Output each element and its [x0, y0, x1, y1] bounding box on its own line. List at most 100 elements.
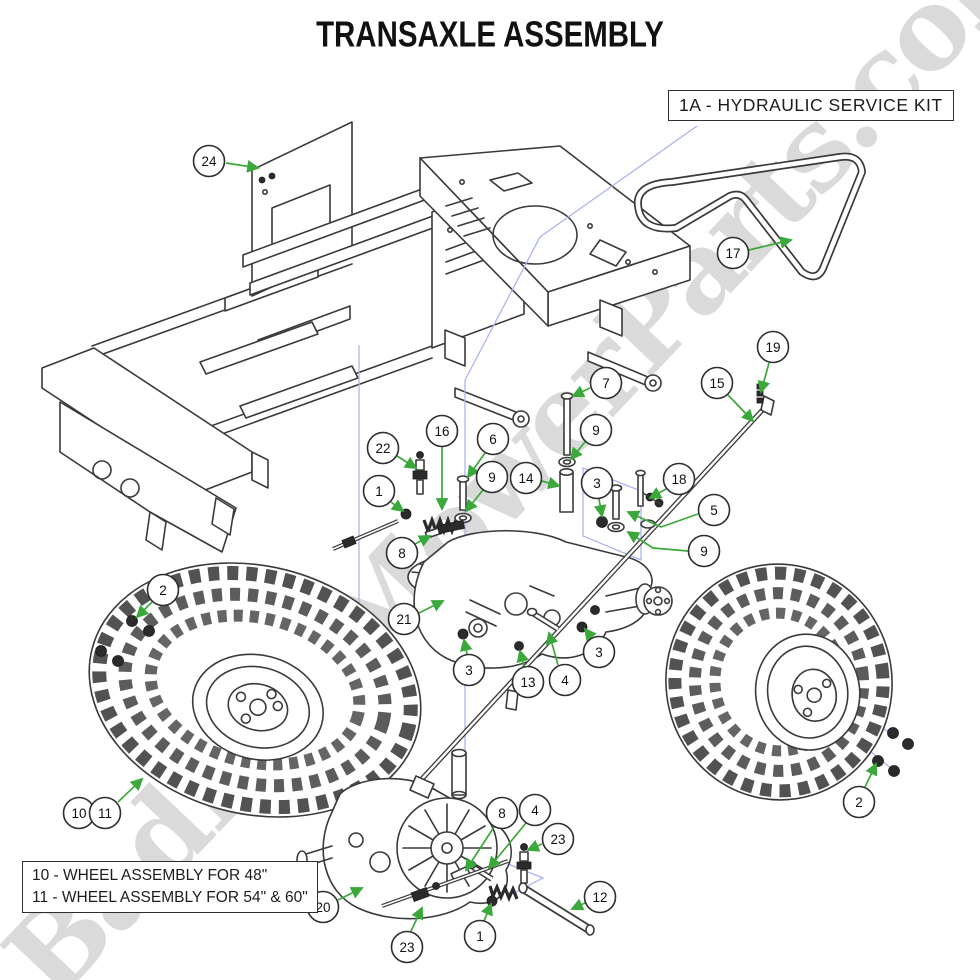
callout-15: 15: [700, 366, 755, 423]
part-spring-lower: [488, 882, 519, 903]
callout-23b: 23: [390, 906, 424, 964]
callout-2a-circle: [146, 573, 180, 607]
callout-24: 24: [192, 144, 260, 178]
callout-10-number: 10: [71, 806, 86, 821]
callout-3a: 3: [580, 466, 614, 518]
part-fastener-18: [642, 492, 664, 508]
callout-8b: 8: [464, 796, 519, 872]
part-nut-1b: [486, 895, 498, 907]
callout-23a-number: 23: [550, 832, 565, 847]
callout-21: 21: [387, 600, 445, 636]
part-lug-nuts-left: [95, 615, 155, 667]
callout-11: 11: [88, 777, 144, 830]
callout-7-circle: [589, 366, 623, 400]
callout-2a: 2: [135, 573, 180, 619]
callout-1a: 1: [362, 474, 405, 513]
callout-9c-circle: [687, 534, 721, 568]
callout-3a-number: 3: [593, 476, 601, 491]
hardware-parts: [95, 383, 914, 936]
callout-15-number: 15: [709, 376, 724, 391]
callout-4a-number: 4: [561, 673, 569, 688]
left-wheel: [88, 562, 422, 818]
callout-9b: 9: [464, 460, 509, 513]
callout-19-circle: [756, 330, 790, 364]
part-rod-upper: [332, 519, 399, 551]
callout-22-circle: [366, 431, 400, 465]
part-nut-3a: [596, 516, 608, 528]
callout-22-number: 22: [375, 441, 390, 456]
callout-14: 14: [509, 461, 561, 495]
callout-23b-number: 23: [399, 940, 414, 955]
part-nut-3b: [457, 628, 469, 640]
part-tube-12: [518, 882, 595, 936]
callout-2b-number: 2: [855, 795, 863, 810]
part-washer-9a: [558, 456, 576, 468]
callout-18-number: 18: [671, 472, 686, 487]
callout-24-circle: [192, 144, 226, 178]
callout-19: 19: [756, 330, 790, 394]
callout-1a-number: 1: [375, 484, 383, 499]
callout-8a: 8: [385, 535, 432, 570]
callout-6-circle: [476, 422, 510, 456]
part-nut-extra: [590, 605, 600, 615]
callout-12-number: 12: [592, 890, 607, 905]
callout-3a-circle: [580, 466, 614, 500]
callout-5-number: 5: [710, 503, 718, 518]
callout-3c: 3: [582, 627, 616, 669]
callout-19-number: 19: [765, 340, 780, 355]
callout-11-circle: [88, 796, 122, 830]
callout-20-number: 20: [315, 900, 330, 915]
callout-4b: 4: [487, 793, 552, 870]
part-grease-fitting-22: [412, 451, 428, 495]
callout-22: 22: [366, 431, 418, 470]
callout-17: 17: [716, 236, 793, 270]
callout-4b-circle: [518, 793, 552, 827]
right-wheel: [665, 563, 893, 801]
callout-24-number: 24: [201, 154, 217, 169]
callout-10: 10: [62, 796, 96, 830]
callout-8b-circle: [485, 796, 519, 830]
part-washer-9c: [607, 521, 625, 533]
callout-5-circle: [697, 493, 731, 527]
hydraulic-kit-label-text: 1A - HYDRAULIC SERVICE KIT: [679, 95, 943, 115]
callout-18-circle: [662, 462, 696, 496]
frame-assembly: [41, 121, 691, 553]
callout-13-number: 13: [520, 675, 535, 690]
page-title: TRANSAXLE ASSEMBLY: [316, 14, 664, 55]
callout-9c: 9: [626, 530, 721, 568]
callout-3c-circle: [582, 635, 616, 669]
callout-1b-number: 1: [476, 929, 484, 944]
callout-4a: 4: [545, 631, 582, 697]
callout-2a-number: 2: [159, 583, 167, 598]
part-bolt-6: [456, 475, 470, 511]
callout-15-circle: [700, 366, 734, 400]
callout-8a-number: 8: [398, 546, 406, 561]
wheel-assembly-notes: 10 - WHEEL ASSEMBLY FOR 48" 11 - WHEEL A…: [22, 861, 318, 913]
callout-9b-circle: [475, 460, 509, 494]
callout-5: 5: [626, 493, 731, 528]
callout-21-circle: [387, 602, 421, 636]
callout-17-number: 17: [725, 246, 740, 261]
callout-1a-circle: [362, 474, 396, 508]
callout-14-number: 14: [518, 471, 534, 486]
drive-belt: [633, 152, 866, 281]
callout-2b-circle: [842, 785, 876, 819]
callout-21-number: 21: [396, 612, 411, 627]
callout-3b-circle: [452, 653, 486, 687]
callout-2b: 2: [842, 762, 878, 819]
note-line-1: 10 - WHEEL ASSEMBLY FOR 48": [32, 867, 268, 884]
callout-6: 6: [466, 422, 510, 479]
callout-12: 12: [570, 880, 617, 914]
callout-3b: 3: [452, 638, 486, 687]
callout-7-number: 7: [602, 376, 610, 391]
callout-18: 18: [648, 462, 696, 499]
callout-4b-number: 4: [531, 803, 539, 818]
callout-9a-number: 9: [592, 423, 600, 438]
callout-23a: 23: [526, 822, 575, 856]
callout-16: 16: [425, 414, 459, 511]
callout-3c-number: 3: [595, 645, 603, 660]
callout-14-circle: [509, 461, 543, 495]
